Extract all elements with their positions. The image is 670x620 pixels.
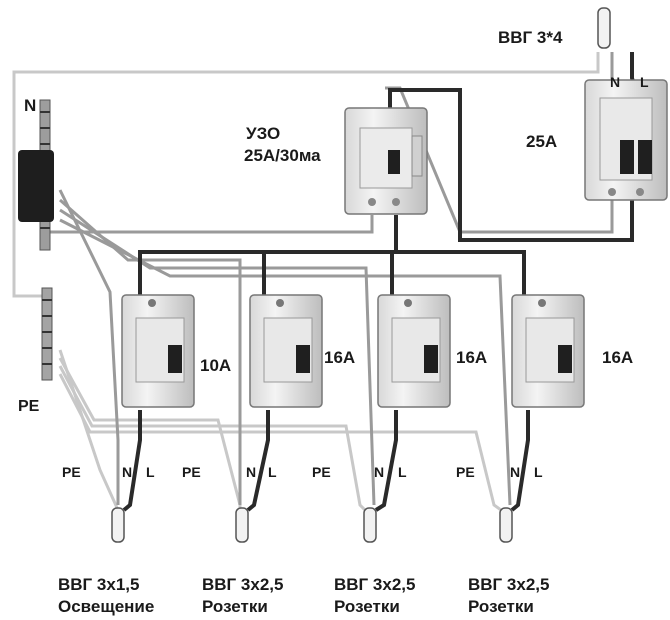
supply-cable bbox=[597, 7, 611, 49]
branch-breaker-3 bbox=[377, 294, 451, 408]
branch-breaker-1 bbox=[121, 294, 195, 408]
output-3-purpose: Розетки bbox=[334, 597, 400, 616]
supply-cable-label: ВВГ 3*4 bbox=[498, 28, 563, 47]
output-1-purpose: Освещение bbox=[58, 597, 155, 616]
supply-n-label: N bbox=[610, 74, 621, 90]
pe-wiring bbox=[12, 52, 600, 517]
output-2-n-label: N bbox=[246, 464, 257, 480]
output-1-n-label: N bbox=[122, 464, 133, 480]
output-2-cable: ВВГ 3х2,5 bbox=[202, 575, 284, 594]
rcd-device bbox=[344, 107, 428, 215]
output-cable-ends bbox=[111, 507, 513, 543]
output-4-pe-label: PE bbox=[456, 464, 475, 480]
output-cable-end-2 bbox=[235, 507, 249, 543]
output-2-l-label: L bbox=[268, 464, 277, 480]
phase-wiring bbox=[122, 52, 640, 512]
branch-breaker-2 bbox=[249, 294, 323, 408]
rcd-rating: 25A/30ма bbox=[244, 146, 321, 165]
output-1-l-label: L bbox=[146, 464, 155, 480]
output-2-pe-label: PE bbox=[182, 464, 201, 480]
supply-l-label: L bbox=[640, 74, 649, 90]
breaker-rating-2: 16A bbox=[324, 348, 356, 367]
neutral-busbar-label: N bbox=[24, 96, 37, 115]
breaker-rating-4: 16A bbox=[602, 348, 634, 367]
output-cable-end-4 bbox=[499, 507, 513, 543]
output-3-n-label: N bbox=[374, 464, 385, 480]
output-4-n-label: N bbox=[510, 464, 521, 480]
rcd-label: УЗО bbox=[246, 124, 281, 143]
branch-breaker-4 bbox=[511, 294, 585, 408]
output-3-l-label: L bbox=[398, 464, 407, 480]
output-2-purpose: Розетки bbox=[202, 597, 268, 616]
earth-busbar-label: PE bbox=[18, 398, 40, 415]
output-3-pe-label: PE bbox=[312, 464, 331, 480]
main-breaker bbox=[584, 79, 668, 201]
output-1-pe-label: PE bbox=[62, 464, 81, 480]
output-4-cable: ВВГ 3х2,5 bbox=[468, 575, 550, 594]
output-4-purpose: Розетки bbox=[468, 597, 534, 616]
output-cable-end-3 bbox=[363, 507, 377, 543]
output-cable-end-1 bbox=[111, 507, 125, 543]
output-3-cable: ВВГ 3х2,5 bbox=[334, 575, 416, 594]
output-4-l-label: L bbox=[534, 464, 543, 480]
neutral-busbar bbox=[18, 99, 54, 251]
neutral-wiring bbox=[48, 52, 614, 506]
breaker-rating-3: 16A bbox=[456, 348, 488, 367]
earth-busbar bbox=[41, 287, 53, 381]
output-1-cable: ВВГ 3х1,5 bbox=[58, 575, 140, 594]
breaker-rating-1: 10A bbox=[200, 356, 232, 375]
main-breaker-rating: 25A bbox=[526, 132, 558, 151]
